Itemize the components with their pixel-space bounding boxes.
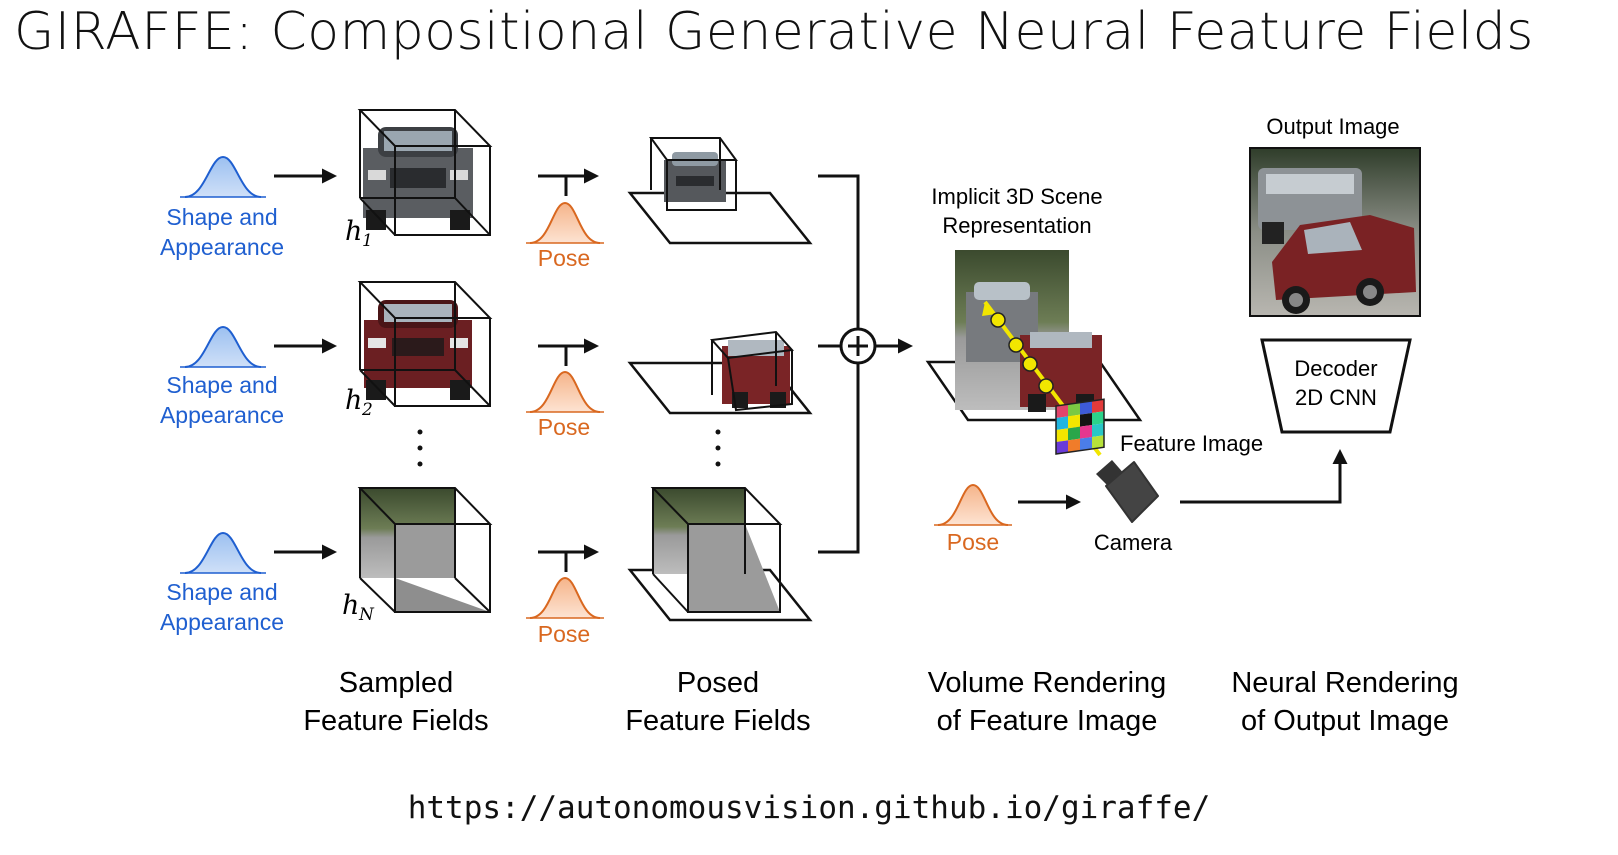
shape-appearance-label: Shape and	[166, 579, 277, 605]
composition-operator	[818, 174, 913, 554]
feature-field-cube-car-gray	[357, 109, 493, 236]
pose-transform-arrow	[538, 168, 599, 196]
posed-feature-field-background	[627, 487, 813, 622]
shape-appearance-label: Appearance	[160, 609, 284, 635]
pose-distribution-icon	[526, 201, 604, 244]
latent-h2-subscript: 2	[361, 400, 373, 420]
giraffe-pipeline-diagram: Shape and Appearance h 1	[160, 109, 1459, 737]
stage-caption-volume-rendering: Volume Rendering	[928, 667, 1167, 699]
pose-distribution-icon	[526, 576, 604, 619]
ray-sample-point	[990, 312, 1006, 328]
stage-caption-volume-rendering: of Feature Image	[937, 705, 1158, 737]
stage-caption-neural-rendering: Neural Rendering	[1231, 667, 1458, 699]
pose-label: Pose	[538, 621, 590, 647]
ray-sample-point	[1038, 378, 1054, 394]
shape-appearance-distribution-icon	[180, 325, 266, 368]
shape-appearance-label: Appearance	[160, 402, 284, 428]
decoder-2d-cnn-block	[1260, 338, 1412, 434]
row-n: Shape and Appearance h N Pose	[160, 487, 813, 647]
ray-sample-point	[1008, 337, 1024, 353]
feature-field-cube-car-red	[357, 281, 493, 407]
feature-field-background	[357, 487, 493, 613]
scene-label: Implicit 3D Scene	[931, 184, 1102, 209]
shape-appearance-label: Appearance	[160, 234, 284, 260]
latent-h2-label: h	[345, 385, 362, 416]
posed-feature-field-car	[627, 137, 813, 245]
shape-appearance-distribution-icon	[180, 155, 266, 198]
page-title: GIRAFFE: Compositional Generative Neural…	[14, 2, 1534, 62]
pose-transform-arrow	[538, 544, 599, 572]
decoder-label: 2D CNN	[1295, 385, 1377, 410]
pose-label: Pose	[538, 245, 590, 271]
latent-hn-subscript: N	[358, 605, 375, 625]
shape-appearance-label: Shape and	[166, 372, 277, 398]
posed-feature-field-car-red	[627, 330, 813, 415]
row-1: Shape and Appearance h 1	[160, 109, 813, 271]
output-image-label: Output Image	[1266, 114, 1399, 139]
stage-caption-neural-rendering: of Output Image	[1241, 705, 1449, 737]
pose-transform-arrow	[538, 338, 599, 366]
implicit-3d-scene-representation	[925, 250, 1143, 457]
camera-label: Camera	[1094, 530, 1173, 555]
feature-image-label: Feature Image	[1120, 431, 1263, 456]
stage-caption-posed: Feature Fields	[625, 705, 810, 737]
pose-distribution-icon	[526, 370, 604, 413]
latent-hn-label: h	[342, 590, 359, 621]
feature-image-grid	[1055, 398, 1105, 455]
shape-appearance-distribution-icon	[180, 531, 266, 574]
arrow	[1180, 449, 1348, 504]
row-2: Shape and Appearance h 2	[160, 281, 813, 440]
stage-caption-posed: Posed	[677, 667, 759, 699]
output-image	[1249, 147, 1421, 317]
project-url: https://autonomousvision.github.io/giraf…	[407, 790, 1211, 826]
latent-h1-label: h	[345, 216, 362, 247]
ray-sample-point	[1022, 356, 1038, 372]
pose-label: Pose	[947, 529, 999, 555]
camera-icon	[1096, 460, 1159, 523]
stage-caption-sampled: Feature Fields	[303, 705, 488, 737]
ellipsis-dots	[417, 429, 721, 467]
stage-caption-sampled: Sampled	[339, 667, 453, 699]
camera-pose-distribution-icon	[934, 483, 1012, 526]
decoder-label: Decoder	[1294, 356, 1377, 381]
shape-appearance-label: Shape and	[166, 204, 277, 230]
pose-label: Pose	[538, 414, 590, 440]
scene-label: Representation	[942, 213, 1091, 238]
latent-h1-subscript: 1	[362, 231, 373, 251]
